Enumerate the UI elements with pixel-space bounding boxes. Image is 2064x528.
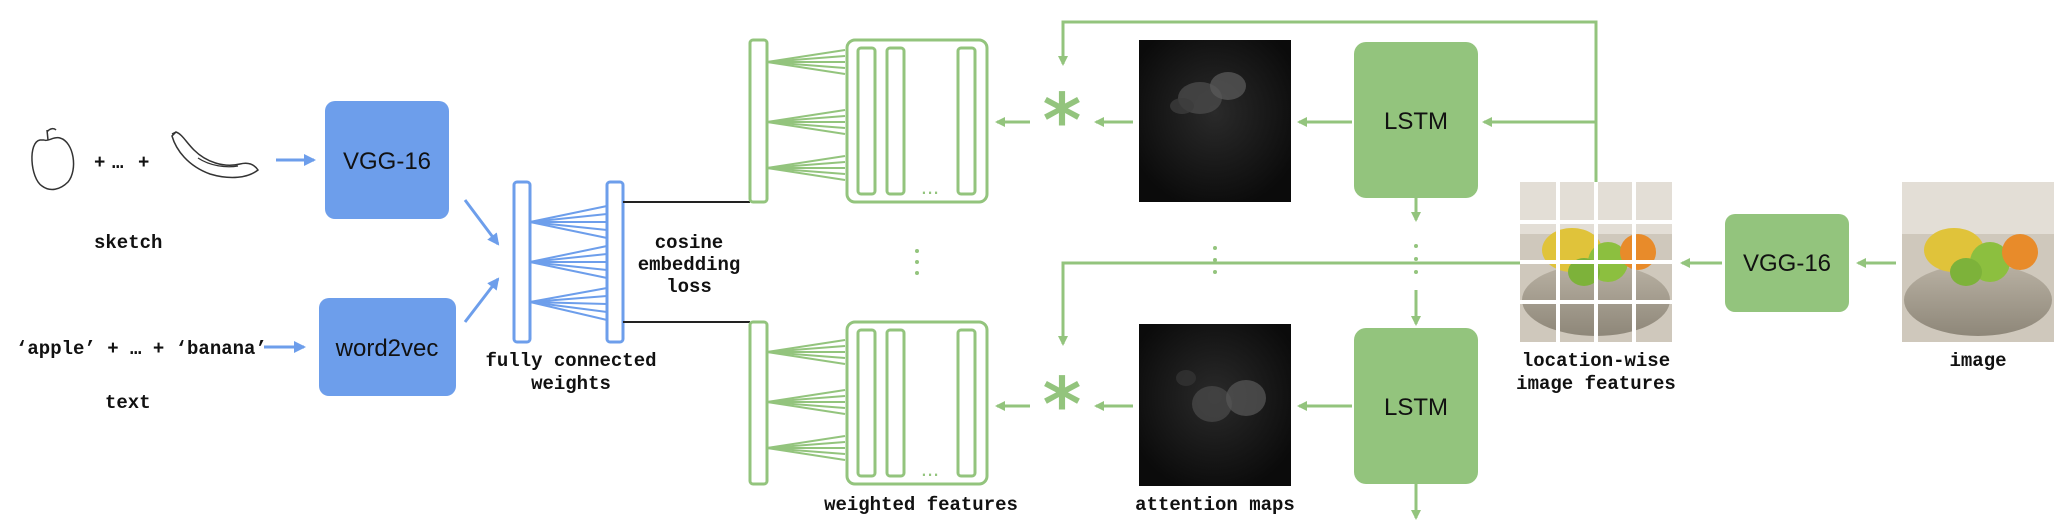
lstm-bottom-box: LSTM [1354,328,1478,484]
fc-label-line1: fully connected [485,350,656,372]
vertical-dots-lstm [1414,244,1418,274]
weighted-features-label: weighted features [824,494,1018,516]
loss-connector-lines [623,201,750,323]
loss-line2: embedding [638,254,741,276]
weighted-features-top: ... [845,38,989,204]
asterisk-icon-top: * [1043,78,1082,164]
features-label-line2: image features [1516,373,1676,395]
vgg16-sketch-box: VGG-16 [325,101,449,219]
lstm-top-box: LSTM [1354,42,1478,198]
weighted-features-bottom: ... [845,320,989,486]
sketch-plus-1: + [94,152,105,174]
vgg16-image-box: VGG-16 [1725,214,1849,312]
loss-line3: loss [666,276,712,298]
lstm-top-label: LSTM [1384,108,1448,135]
attention-map-bottom [1139,324,1291,486]
vertical-dots-attention [1213,246,1217,274]
location-wise-image-features [1520,182,1672,342]
banana-sketch-icon [171,131,260,179]
ellipsis-top: ... [921,174,939,199]
fully-connected-weights [512,180,625,344]
text-expression: ‘apple’ + … + ‘banana’ [16,338,267,360]
vgg16-image-label: VGG-16 [1743,250,1831,277]
sketch-ellipsis: … [112,152,123,174]
fc-label-line2: weights [531,373,611,395]
text-label: text [105,392,151,414]
word2vec-box: word2vec [319,298,456,396]
lstm-bottom-label: LSTM [1384,394,1448,421]
asterisk-icon-bottom: * [1043,362,1082,448]
attention-map-top [1139,40,1291,202]
sketch-label: sketch [94,232,162,254]
image-label: image [1949,350,2006,372]
vertical-dots-left [915,249,919,275]
sketch-plus-2: + [138,152,149,174]
fc-layer-bottom [748,320,846,486]
ellipsis-bottom: ... [921,456,939,481]
loss-line1: cosine [655,232,723,254]
features-label-line1: location-wise [1522,350,1670,372]
attention-maps-label: attention maps [1135,494,1295,516]
word2vec-label: word2vec [335,335,439,362]
fruit-bowl-image [1902,182,2054,342]
fc-layer-top [748,38,846,204]
vgg16-sketch-label: VGG-16 [343,148,431,175]
apple-sketch-icon [31,127,75,191]
